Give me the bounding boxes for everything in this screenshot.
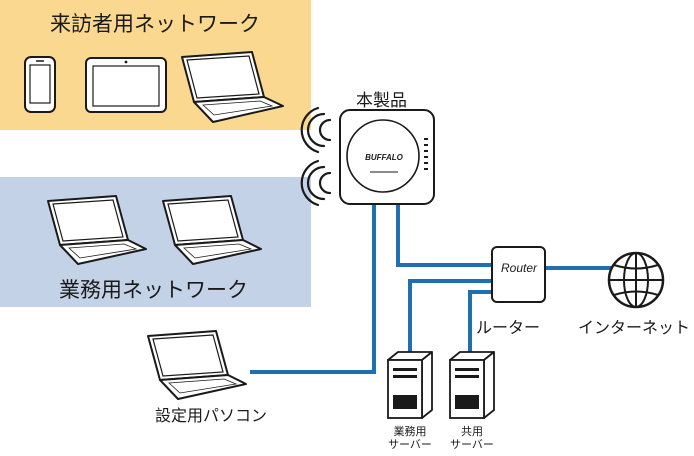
shared-server-label: 共用 サーバー (446, 425, 498, 451)
business-network-title: 業務用ネットワーク (59, 278, 248, 302)
business-server-label-line2: サーバー (388, 438, 432, 451)
status-led-icons (424, 138, 428, 170)
wifi-waves-upper-icon (300, 106, 332, 154)
business-server-icon (387, 351, 433, 419)
business-network-zone: 業務用ネットワーク (0, 177, 311, 307)
cable-router-to-business-server (408, 279, 494, 357)
cable-product-to-router (396, 203, 494, 267)
shared-server-label-line2: サーバー (450, 438, 494, 451)
globe-icon (607, 251, 665, 309)
laptop-icon-admin (147, 330, 247, 400)
shared-server-label-line1: 共用 (461, 425, 483, 438)
cables (250, 203, 612, 374)
router-label: ルーター (476, 318, 541, 337)
cable-router-to-shared-server (468, 290, 494, 357)
router-inner-label: Router (501, 261, 538, 275)
admin-pc-label: 設定用パソコン (155, 406, 268, 425)
smartphone-icon (24, 56, 56, 113)
laptop-icon-business-1 (47, 195, 147, 265)
internet-label: インターネット (578, 318, 691, 337)
guest-network-title: 来訪者用ネットワーク (50, 12, 260, 36)
wifi-waves-lower-icon (300, 159, 332, 207)
business-server-label: 業務用 サーバー (384, 425, 436, 451)
laptop-icon-business-2 (162, 195, 262, 265)
laptop-icon-guest (181, 51, 284, 123)
cable-product-to-admin-pc (250, 203, 376, 374)
access-point-device: BUFFALO (339, 109, 435, 205)
router-device: Router (491, 246, 546, 303)
product-label: 本製品 (356, 91, 407, 111)
tablet-icon (85, 57, 167, 113)
business-server-label-line1: 業務用 (393, 425, 427, 438)
shared-server-icon (449, 351, 495, 419)
product-brand-logo: BUFFALO (365, 153, 404, 162)
